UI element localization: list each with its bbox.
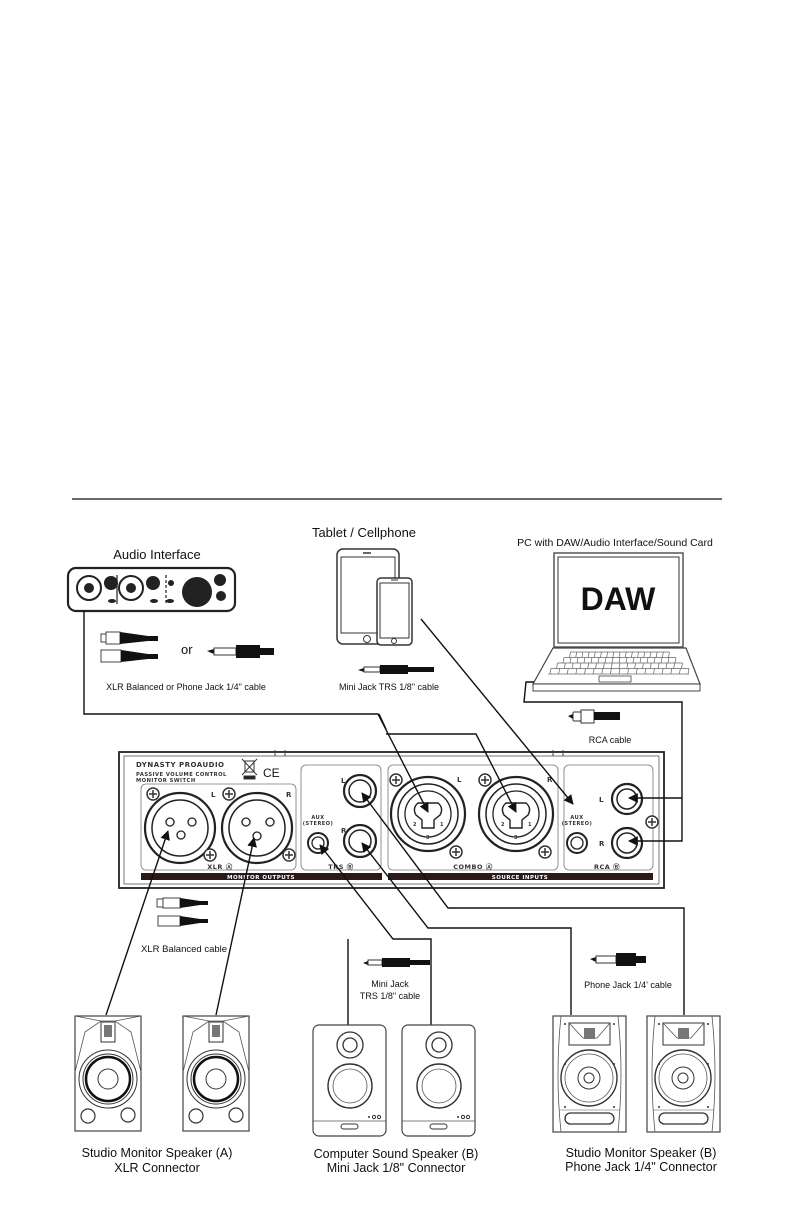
trs-right-label: R <box>341 827 347 835</box>
aux-label-1: AUX <box>311 815 324 821</box>
combo-input-left <box>389 775 467 853</box>
mini-jack-out-cable-icon <box>363 958 430 967</box>
gain-knob-icon <box>104 576 118 590</box>
studio-monitor-speaker-icon <box>646 1015 721 1133</box>
audio-interface: Audio Interface or <box>66 547 274 692</box>
xlr-section-label: XLR Ⓐ <box>207 862 232 871</box>
mini-jack-out-cable-label-1: Mini Jack <box>371 979 409 989</box>
monitor-switch-panel: DYNASTY PROAUDIO PASSIVE VOLUME CONTROL … <box>118 750 665 889</box>
gain-knob-icon <box>146 576 160 590</box>
aux-in-label-1: AUX <box>570 815 583 821</box>
route-tablet-to-aux <box>420 618 574 805</box>
pin-label: 2 <box>413 822 417 828</box>
speaker-b-caption-1: Studio Monitor Speaker (B) <box>566 1146 717 1160</box>
studio-monitor-b-speakers <box>552 1015 721 1133</box>
monitor-outputs-bar <box>141 873 382 880</box>
model-line1: PASSIVE VOLUME CONTROL <box>136 772 227 778</box>
xlr-right-label: R <box>286 791 292 799</box>
trs-section-label: TRS Ⓑ <box>328 862 353 871</box>
route-interface-to-combo-left <box>83 611 429 813</box>
speaker-a-caption-2: XLR Connector <box>114 1161 199 1175</box>
weee-bin-icon <box>241 758 258 780</box>
monitor-outputs-label: MONITOR OUTPUTS <box>227 875 295 881</box>
computer-sound-speakers <box>312 1024 476 1137</box>
pc-title: PC with DAW/Audio Interface/Sound Card <box>517 537 713 549</box>
pin-label: 2 <box>501 822 505 828</box>
xlr-cable-icon <box>100 631 158 663</box>
xlr-output-left <box>143 791 217 865</box>
aux-out-jack <box>307 832 329 854</box>
brand-label: DYNASTY PROAUDIO <box>136 761 225 769</box>
mini-jack-cable-icon <box>358 665 434 674</box>
phone-jack-cable-icon <box>207 645 274 658</box>
route-trs-right-to-speaker-b <box>361 842 572 1015</box>
trs-left-label: L <box>341 777 346 785</box>
aux-in-label-2: (STEREO) <box>562 821 593 827</box>
speaker-b-caption-2: Phone Jack 1/4" Connector <box>565 1160 717 1174</box>
route-pc-to-rca <box>523 681 683 846</box>
cable-routes <box>83 611 685 1025</box>
pin-label: 3 <box>426 835 430 841</box>
xlr-output-right <box>220 791 294 865</box>
trs-right-jack <box>342 823 378 859</box>
rca-cable-icon <box>568 709 620 724</box>
combo-input-icon <box>76 575 102 601</box>
or-label: or <box>181 642 193 657</box>
route-xlr-left-to-speaker <box>105 830 170 1016</box>
route-aux-to-computer-speaker <box>319 844 432 1025</box>
route-interface-to-combo-right <box>378 713 516 812</box>
rca-section-label: RCA Ⓑ <box>594 862 620 871</box>
xlr-balanced-cable-icon <box>156 897 208 927</box>
studio-monitor-speaker-icon <box>182 1015 250 1132</box>
combo-section-label: COMBO Ⓐ <box>453 862 493 871</box>
aux-label-2: (STEREO) <box>303 821 334 827</box>
phone-jack-out-cable-label: Phone Jack 1/4' cable <box>584 980 672 990</box>
computer-speaker-caption-1: Computer Sound Speaker (B) <box>314 1147 479 1161</box>
rca-left-label: L <box>599 796 604 804</box>
combo-left-label: L <box>457 776 462 784</box>
trs-left-jack <box>342 773 378 809</box>
aux-in-jack <box>566 832 588 854</box>
speaker-a-caption-1: Studio Monitor Speaker (A) <box>82 1146 233 1160</box>
tablet-cable-label: Mini Jack TRS 1/8" cable <box>339 682 439 692</box>
studio-monitor-speaker-icon <box>552 1015 627 1133</box>
computer-speaker-caption-2: Mini Jack 1/8" Connector <box>327 1161 466 1175</box>
audio-interface-cable-label: XLR Balanced or Phone Jack 1/4" cable <box>106 682 266 692</box>
source-inputs-bar <box>388 873 653 880</box>
cellphone-icon <box>376 577 413 646</box>
route-xlr-right-to-speaker <box>215 837 257 1016</box>
computer-speaker-icon <box>401 1024 476 1137</box>
mini-jack-out-cable-label-2: TRS 1/8" cable <box>360 991 420 1001</box>
pc-laptop: PC with DAW/Audio Interface/Sound Card D… <box>517 537 713 745</box>
source-inputs-label: SOURCE INPUTS <box>492 875 548 881</box>
rca-right-label: R <box>599 840 605 848</box>
ce-mark: CE <box>263 766 280 780</box>
pin-label: 3 <box>514 835 518 841</box>
laptop-icon: DAW <box>531 552 701 692</box>
daw-screen-text: DAW <box>581 581 656 617</box>
volume-knob-icon <box>182 577 212 607</box>
combo-right-label: R <box>547 776 553 784</box>
route-trs-left-to-speaker-b <box>361 792 685 1015</box>
xlr-balanced-cable-label: XLR Balanced cable <box>141 944 227 955</box>
computer-speaker-icon <box>312 1024 387 1137</box>
studio-monitor-speaker-icon <box>74 1015 142 1132</box>
tablet-cellphone: Tablet / Cellphone Mini Jack TRS 1/8" ca… <box>312 525 439 692</box>
model-line2: MONITOR SWITCH <box>136 778 196 784</box>
pin-label: 1 <box>440 822 444 828</box>
pin-label: 1 <box>528 822 532 828</box>
rca-left-jack <box>610 782 644 816</box>
combo-input-icon <box>118 575 144 601</box>
rca-right-jack <box>610 826 644 860</box>
studio-monitor-a-speakers <box>74 1015 250 1132</box>
audio-interface-title: Audio Interface <box>113 547 200 562</box>
phone-jack-out-cable-icon <box>590 953 646 966</box>
xlr-left-label: L <box>211 791 216 799</box>
tablet-title: Tablet / Cellphone <box>312 525 416 540</box>
rca-cable-label: RCA cable <box>589 735 632 745</box>
